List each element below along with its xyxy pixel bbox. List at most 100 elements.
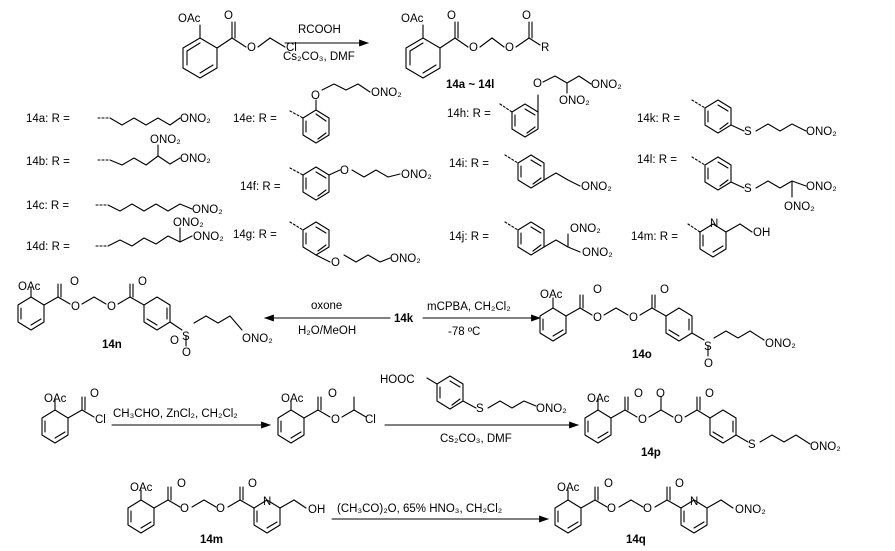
group-o: O	[182, 347, 191, 359]
group-o: O	[674, 414, 683, 426]
r-group-14b	[97, 144, 181, 166]
group-ono2: ONO₂	[180, 113, 211, 125]
group-o: O	[533, 78, 542, 90]
group-ono2: ONO₂	[810, 441, 841, 453]
product-label-14a-14l: 14a ~ 14l	[446, 79, 494, 91]
label-14k: 14k: R =	[637, 113, 680, 125]
r-group-14e	[289, 83, 371, 144]
group-o: O	[138, 276, 147, 288]
group-o: O	[340, 165, 349, 177]
reagent-cs2co3-dmf-2: Cs₂CO₃, DMF	[440, 433, 512, 445]
group-o: O	[71, 301, 80, 313]
group-s: S	[744, 126, 752, 138]
label-14h: 14h: R =	[447, 108, 491, 120]
group-oac: OAc	[130, 482, 153, 494]
group-ono2: ONO₂	[401, 169, 432, 181]
group-o: O	[447, 10, 456, 22]
group-ono2: ONO₂	[371, 87, 402, 99]
r-group-14f	[289, 166, 401, 201]
group-o: O	[469, 42, 478, 54]
label-14n: 14n	[102, 339, 122, 351]
group-o: O	[604, 478, 613, 490]
label-14d: 14d: R =	[26, 241, 70, 253]
r-group-14m	[687, 223, 753, 258]
group-oac: OAc	[18, 281, 41, 293]
label-14m-start: 14m	[200, 534, 223, 546]
compound-14m-structure	[127, 486, 307, 534]
group-o: O	[607, 503, 616, 515]
group-o: O	[675, 478, 684, 490]
group-oac: OAc	[44, 393, 67, 405]
r-group-14d	[95, 227, 193, 247]
group-o: O	[311, 90, 320, 102]
group-oh: OH	[753, 227, 770, 239]
group-o: O	[656, 388, 665, 400]
group-cl: Cl	[365, 414, 376, 426]
compound-14q-structure	[554, 486, 734, 534]
group-o: O	[331, 414, 340, 426]
r-group-14g	[289, 221, 391, 263]
group-oac: OAc	[401, 13, 424, 25]
group-cl: Cl	[286, 42, 297, 54]
group-o: O	[660, 284, 669, 296]
group-o: O	[704, 358, 713, 370]
group-o: O	[593, 284, 602, 296]
group-o: O	[170, 335, 179, 347]
group-ono2: ONO₂	[193, 231, 224, 243]
r-group-14l	[691, 156, 807, 198]
label-14a: 14a: R =	[26, 113, 70, 125]
label-14e: 14e: R =	[233, 113, 277, 125]
group-ono2: ONO₂	[806, 126, 837, 138]
group-oh: OH	[308, 504, 325, 516]
group-n: N	[710, 218, 718, 230]
group-oac: OAc	[557, 482, 580, 494]
reagent-acetaldehyde: CH₃CHO, ZnCl₂, CH₂Cl₂	[113, 408, 238, 420]
label-14c: 14c: R =	[26, 200, 69, 212]
compound-14p-structure	[584, 396, 811, 445]
r-group-14h	[499, 75, 592, 138]
group-o: O	[331, 257, 340, 269]
group-o: O	[107, 301, 116, 313]
group-n: N	[690, 496, 698, 508]
reagent-temperature: -78 ºC	[448, 326, 480, 338]
group-o: O	[522, 10, 531, 22]
compound-14n-structure	[17, 283, 243, 347]
group-r: R	[541, 42, 549, 54]
chloroethyl-ester-structure	[277, 396, 367, 444]
group-o: O	[593, 312, 602, 324]
group-o: O	[328, 388, 337, 400]
group-o: O	[643, 503, 652, 515]
group-ono2: ONO₂	[765, 338, 796, 350]
r-group-14a	[97, 117, 181, 126]
reagent-cs2co3-dmf: Cs₂CO₃, DMF	[283, 51, 355, 63]
group-o: O	[70, 276, 79, 288]
r-group-14j	[504, 221, 581, 256]
group-o: O	[705, 388, 714, 400]
group-oac: OAc	[281, 393, 304, 405]
label-14g: 14g: R =	[233, 229, 277, 241]
label-14q: 14q	[626, 534, 646, 546]
label-14m: 14m: R =	[631, 231, 678, 243]
group-ono2: ONO₂	[591, 79, 622, 91]
group-oac: OAc	[540, 289, 563, 301]
group-s: S	[744, 183, 752, 195]
thioether-acid-reagent	[426, 375, 537, 410]
reagent-oxone: oxone	[311, 300, 342, 312]
product-14a-14l-structure	[405, 21, 541, 79]
group-o: O	[629, 312, 638, 324]
group-o: O	[180, 503, 189, 515]
group-ono2: ONO₂	[390, 253, 421, 265]
label-14f: 14f: R =	[240, 181, 281, 193]
group-ono2: ONO₂	[173, 217, 204, 229]
group-o: O	[224, 10, 233, 22]
group-oac: OAc	[587, 393, 610, 405]
group-hooc: HOOC	[380, 374, 415, 386]
label-14j: 14j: R =	[449, 231, 489, 243]
label-14i: 14i: R =	[449, 158, 489, 170]
group-o: O	[177, 478, 186, 490]
group-o: O	[638, 414, 647, 426]
group-cl: Cl	[95, 414, 106, 426]
r-group-14i	[504, 154, 581, 189]
label-14b: 14b: R =	[26, 156, 70, 168]
group-ono2: ONO₂	[242, 333, 273, 345]
